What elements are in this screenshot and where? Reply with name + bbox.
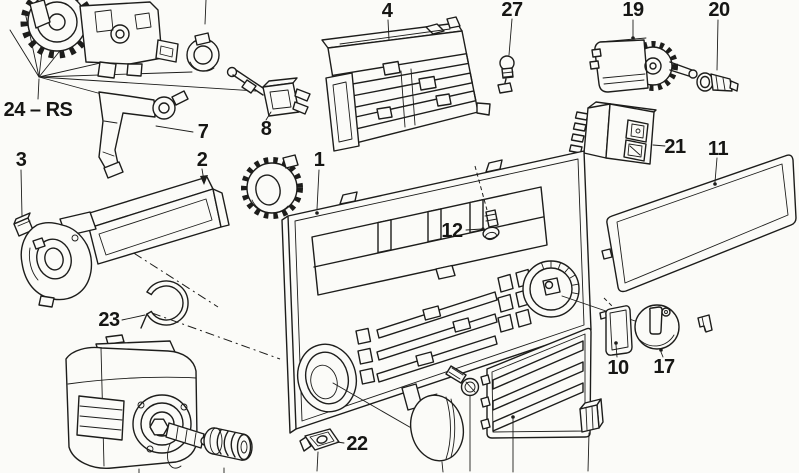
valve-box-assembly bbox=[65, 334, 216, 469]
rubber-block bbox=[579, 398, 604, 433]
callout-19: 19 bbox=[622, 0, 644, 21]
faceplate-1 bbox=[281, 150, 592, 434]
cut-leader-remnant bbox=[204, 0, 207, 25]
connecting-rod-8 bbox=[226, 66, 311, 117]
callout-1: 1 bbox=[313, 149, 325, 171]
callout-22: 22 bbox=[346, 433, 368, 455]
switch-21 bbox=[568, 101, 657, 165]
callout-10: 10 bbox=[607, 357, 629, 379]
frame-2 bbox=[82, 176, 230, 265]
switch-assembly bbox=[20, 0, 220, 79]
callout-4: 4 bbox=[381, 0, 393, 22]
panel-dial bbox=[522, 260, 580, 318]
clip-22 bbox=[299, 428, 340, 452]
screw-12 bbox=[474, 165, 500, 241]
cam-shell bbox=[186, 32, 220, 72]
callout-23: 23 bbox=[98, 309, 120, 331]
lens-tab-bracket bbox=[697, 314, 713, 333]
bulb-27 bbox=[497, 55, 515, 94]
toothed-ring bbox=[241, 154, 303, 219]
phillips-screw bbox=[445, 365, 480, 397]
cover-10 bbox=[599, 305, 633, 356]
round-housing bbox=[20, 211, 97, 308]
screw-20 bbox=[696, 72, 739, 92]
oval-knob bbox=[409, 393, 465, 462]
carrier-frame-4 bbox=[321, 16, 491, 152]
lens-cover-dash-link bbox=[603, 297, 613, 307]
callout-27: 27 bbox=[501, 0, 523, 21]
callout-3: 3 bbox=[15, 149, 27, 171]
callout-11: 11 bbox=[707, 138, 729, 160]
callout-17: 17 bbox=[653, 356, 675, 378]
louvre-panel bbox=[480, 327, 592, 439]
cylinder-knob bbox=[203, 427, 253, 461]
knob-17 bbox=[634, 304, 680, 350]
callout-12: 12 bbox=[441, 220, 463, 242]
callout-2: 2 bbox=[196, 149, 208, 171]
callout-24-rs: 24 – RS bbox=[3, 99, 73, 121]
lens-panel-11 bbox=[601, 154, 797, 293]
lever-arm-7 bbox=[98, 90, 189, 179]
c-ring-23 bbox=[140, 280, 189, 329]
panel-round-hole bbox=[296, 343, 358, 413]
callout-20: 20 bbox=[708, 0, 730, 21]
callout-21: 21 bbox=[664, 136, 686, 158]
leader-lines bbox=[20, 18, 719, 473]
callout-8: 8 bbox=[260, 118, 272, 140]
regulator-19 bbox=[589, 37, 698, 93]
callout-7: 7 bbox=[197, 121, 209, 143]
